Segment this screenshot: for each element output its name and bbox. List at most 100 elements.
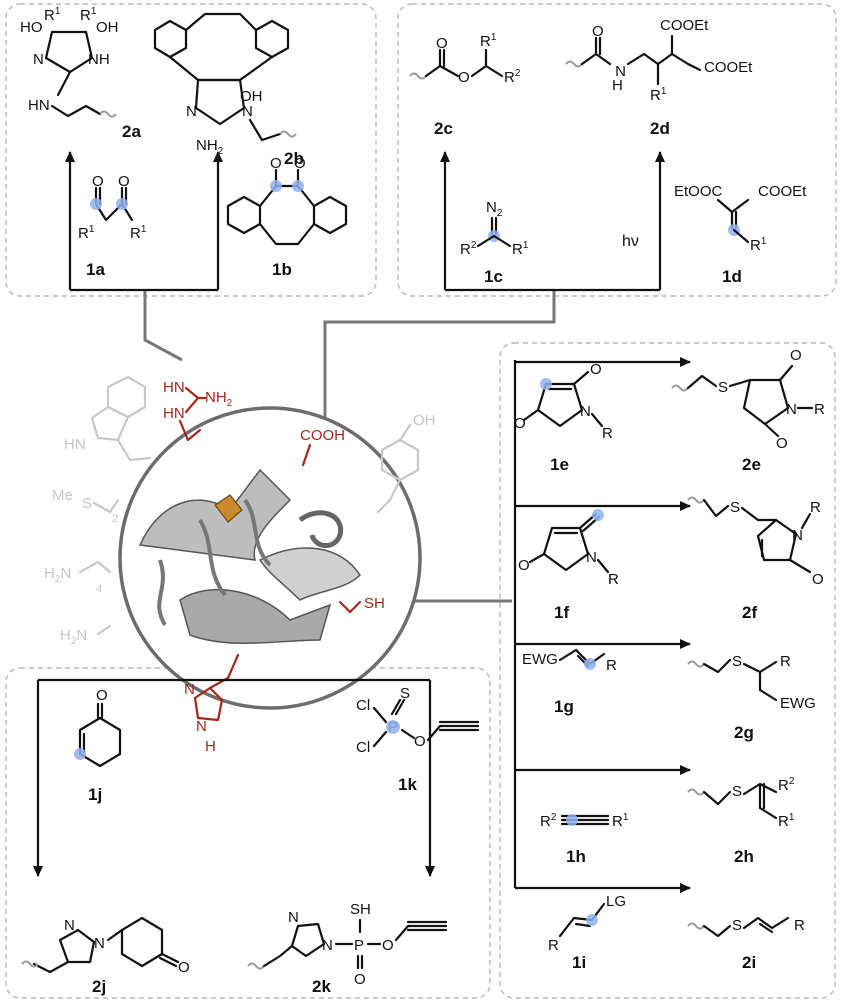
compound-2i-structure: S R 2i	[687, 916, 805, 972]
compound-1a-structure: O O R1 R1 1a	[78, 173, 147, 279]
2c-chain	[470, 48, 504, 78]
2h-chain	[702, 790, 732, 806]
1h-r2: R2	[540, 812, 557, 830]
2k-o-bottom: O	[354, 971, 366, 988]
compound-1c-structure: N2 R2 R1 1c	[460, 199, 529, 286]
2j-chain	[32, 960, 70, 974]
2k-sh: SH	[350, 901, 371, 918]
lys-chain	[78, 560, 112, 574]
met-count: 2	[112, 513, 118, 525]
1i-r: R	[548, 937, 559, 954]
1j-ring	[78, 716, 122, 768]
1i-chain	[558, 902, 606, 938]
cys-sh-label: SH	[364, 595, 385, 612]
2h-r2: R2	[778, 776, 795, 794]
1h-highlight	[566, 814, 578, 826]
2g-ewg: EWG	[780, 695, 816, 712]
protein-disulfide	[214, 494, 243, 523]
label-1b: 1b	[272, 260, 292, 279]
2a-exo-bond	[56, 70, 72, 97]
2b-n-left: N	[186, 103, 197, 120]
2a-r1-right: R1	[80, 6, 97, 24]
label-1e: 1e	[550, 455, 569, 474]
protein-helix	[298, 510, 344, 548]
2k-wavy	[247, 962, 265, 970]
compound-2e-structure: S O O N R 2e	[671, 347, 825, 474]
1j-o: O	[96, 687, 108, 704]
protein-strands	[157, 498, 272, 627]
1a-o-left: O	[92, 173, 104, 190]
1k-o: O	[414, 733, 426, 750]
histidine-residue: N N H	[184, 653, 240, 755]
2i-s: S	[732, 917, 742, 934]
2c-r2: R2	[504, 68, 521, 86]
2a-ring	[44, 30, 94, 74]
cysteine-residue: SH	[338, 595, 385, 614]
2j-carbonyl	[158, 952, 180, 968]
2g-r: R	[780, 653, 791, 670]
label-1j: 1j	[88, 785, 102, 804]
2k-propargyl	[394, 920, 448, 942]
2e-wavy	[671, 384, 689, 392]
2d-cooet-right: COOEt	[704, 59, 753, 76]
nterm-h2n-label: H2N	[60, 627, 87, 647]
2d-chain	[626, 52, 690, 66]
2f-ring	[756, 518, 798, 562]
1a-backbone	[94, 202, 134, 222]
2f-nr-bond	[800, 512, 812, 530]
2f-carbonyl	[788, 558, 812, 574]
1f-carbonyl	[528, 552, 546, 564]
compound-1i-structure: R LG 1i	[548, 893, 626, 972]
2f-chain	[702, 498, 730, 518]
2j-cyclohexanone	[120, 916, 164, 968]
2k-o: O	[382, 937, 394, 954]
1f-highlight	[592, 509, 604, 521]
1c-bonds	[476, 234, 512, 248]
2f-r: R	[810, 499, 821, 516]
nterm-bond	[96, 624, 112, 636]
2a-chain	[50, 104, 102, 118]
his-n2-label: N	[196, 718, 207, 735]
arg-guanidine-bonds	[184, 386, 207, 414]
2j-link	[106, 928, 124, 942]
2c-o-top: O	[436, 35, 448, 52]
compound-1f-structure: O N R 1f	[518, 509, 619, 622]
compound-2a-structure: HO OH R1 R1 N NH HN 2a	[20, 6, 141, 141]
1b-o-right: O	[294, 155, 306, 172]
1b-ring-right	[312, 195, 348, 235]
his-n1-label: N	[184, 681, 195, 698]
1a-o-right: O	[118, 173, 130, 190]
lys-count: 4	[96, 583, 102, 595]
1e-n: N	[580, 403, 591, 420]
1e-ring	[536, 382, 584, 428]
2k-n1: N	[288, 909, 299, 926]
1c-r1: R1	[512, 240, 529, 258]
1a-r1-right: R1	[130, 224, 147, 242]
protein-ribbon-b	[179, 588, 332, 645]
compound-1e-structure: O O N R 1e	[514, 361, 613, 474]
2c-r1: R1	[480, 32, 497, 50]
2b-wavy	[279, 130, 297, 138]
2c-o-ester: O	[458, 69, 470, 86]
2i-double	[758, 922, 774, 934]
cooh-connector	[323, 290, 556, 430]
1b-highlight-right	[292, 180, 304, 192]
2g-chain	[702, 658, 732, 674]
label-1c: 1c	[484, 267, 503, 286]
2g-s: S	[732, 653, 742, 670]
label-1d: 1d	[722, 267, 742, 286]
compound-1g-structure: EWG R 1g	[522, 648, 617, 716]
1k-highlight	[386, 720, 400, 734]
label-2c: 2c	[434, 119, 453, 138]
2e-o-bottom: O	[776, 435, 788, 452]
label-2f: 2f	[742, 603, 757, 622]
2b-imidazoline	[194, 78, 246, 126]
compound-2k-structure: N N P SH O O 2k	[247, 901, 448, 996]
1e-carbonyls	[522, 370, 590, 422]
label-1k: 1k	[398, 775, 417, 794]
1d-cooet: COOEt	[758, 183, 807, 200]
2i-wavy	[687, 922, 705, 930]
2a-r1-left: R1	[44, 6, 61, 24]
1j-highlight	[74, 748, 86, 760]
